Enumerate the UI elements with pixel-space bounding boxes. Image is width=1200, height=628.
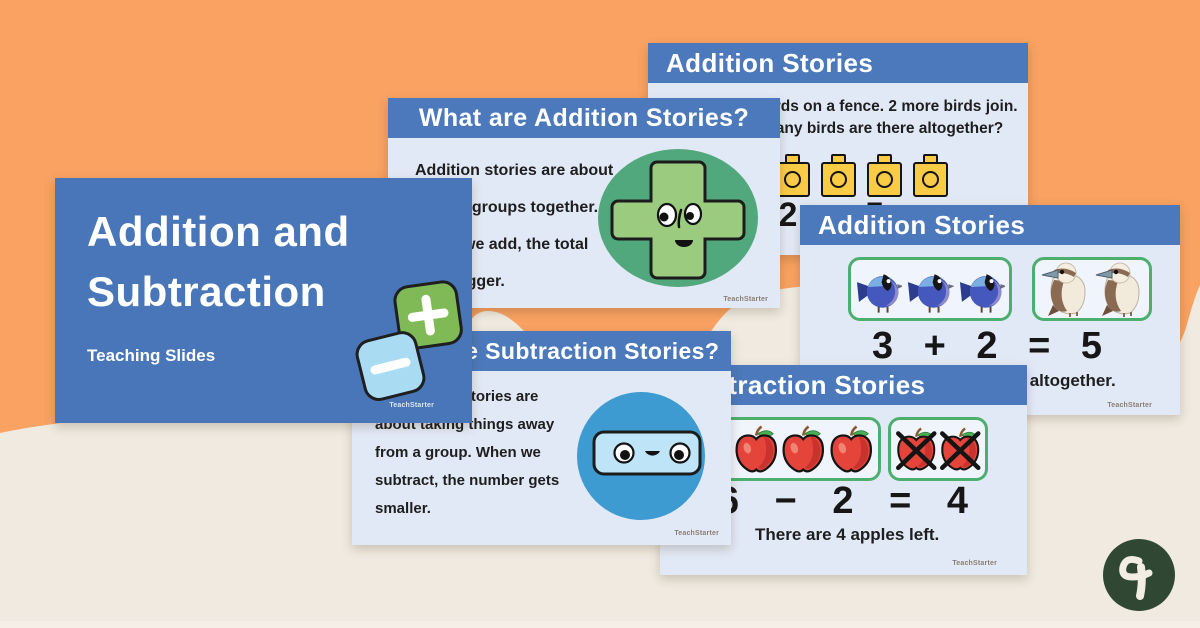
watermark: TeachStarter xyxy=(952,560,997,567)
slide-header-title: Addition Stories xyxy=(666,47,874,78)
crossed-apple-icon xyxy=(896,427,937,471)
bluebird-icon xyxy=(856,274,903,313)
minus-character-icon xyxy=(577,392,705,520)
counting-block-icon xyxy=(821,154,857,199)
bluebird-icon xyxy=(959,274,1005,313)
slide-header: Addition Stories xyxy=(648,43,1028,83)
story-line-2: How many birds are there altogether? xyxy=(725,120,1004,137)
slide-header: Addition Stories xyxy=(800,205,1180,245)
background-bottom-strip xyxy=(0,621,1200,628)
watermark: TeachStarter xyxy=(723,296,768,303)
bluebirds-group xyxy=(848,257,1012,321)
plus-minus-tiles-icon xyxy=(355,280,463,401)
slide-header: What are Addition Stories? xyxy=(388,98,780,138)
kookaburra-icon xyxy=(1041,262,1086,317)
counting-block-icon xyxy=(775,154,811,199)
equation: 3 + 2 = 5 xyxy=(872,325,1102,367)
counting-block-icon xyxy=(867,154,903,199)
watermark: TeachStarter xyxy=(674,530,719,537)
equation: 6 − 2 = 4 xyxy=(718,480,968,522)
cross-out-mark xyxy=(896,431,937,471)
apple-icon xyxy=(782,425,825,473)
slide-header-title: Addition Stories xyxy=(818,209,1026,240)
apple-icon xyxy=(829,425,872,473)
cross-out-mark xyxy=(939,431,980,471)
story-line-1: 3 birds on a fence. 2 more birds join. xyxy=(748,98,1018,115)
caption: There are 4 apples left. xyxy=(755,525,940,544)
watermark: TeachStarter xyxy=(389,402,434,409)
bluebird-icon xyxy=(908,274,954,313)
crossed-apples-group xyxy=(888,417,988,481)
deck-subtitle: Teaching Slides xyxy=(87,346,216,365)
deck-title: Addition and Subtraction xyxy=(87,208,350,315)
plus-character-icon xyxy=(598,149,758,287)
slide-header-title: What are Addition Stories? xyxy=(418,103,750,132)
apple-icon xyxy=(734,425,777,473)
slide-title: Addition and Subtraction Teaching Slides… xyxy=(55,178,472,423)
watermark: TeachStarter xyxy=(1107,402,1152,409)
kookaburra-icon xyxy=(1095,262,1140,317)
counting-block-icon xyxy=(913,154,949,199)
teach-starter-logo-icon xyxy=(1103,539,1175,611)
crossed-apple-icon xyxy=(939,427,980,471)
kookaburras-group xyxy=(1032,257,1152,321)
